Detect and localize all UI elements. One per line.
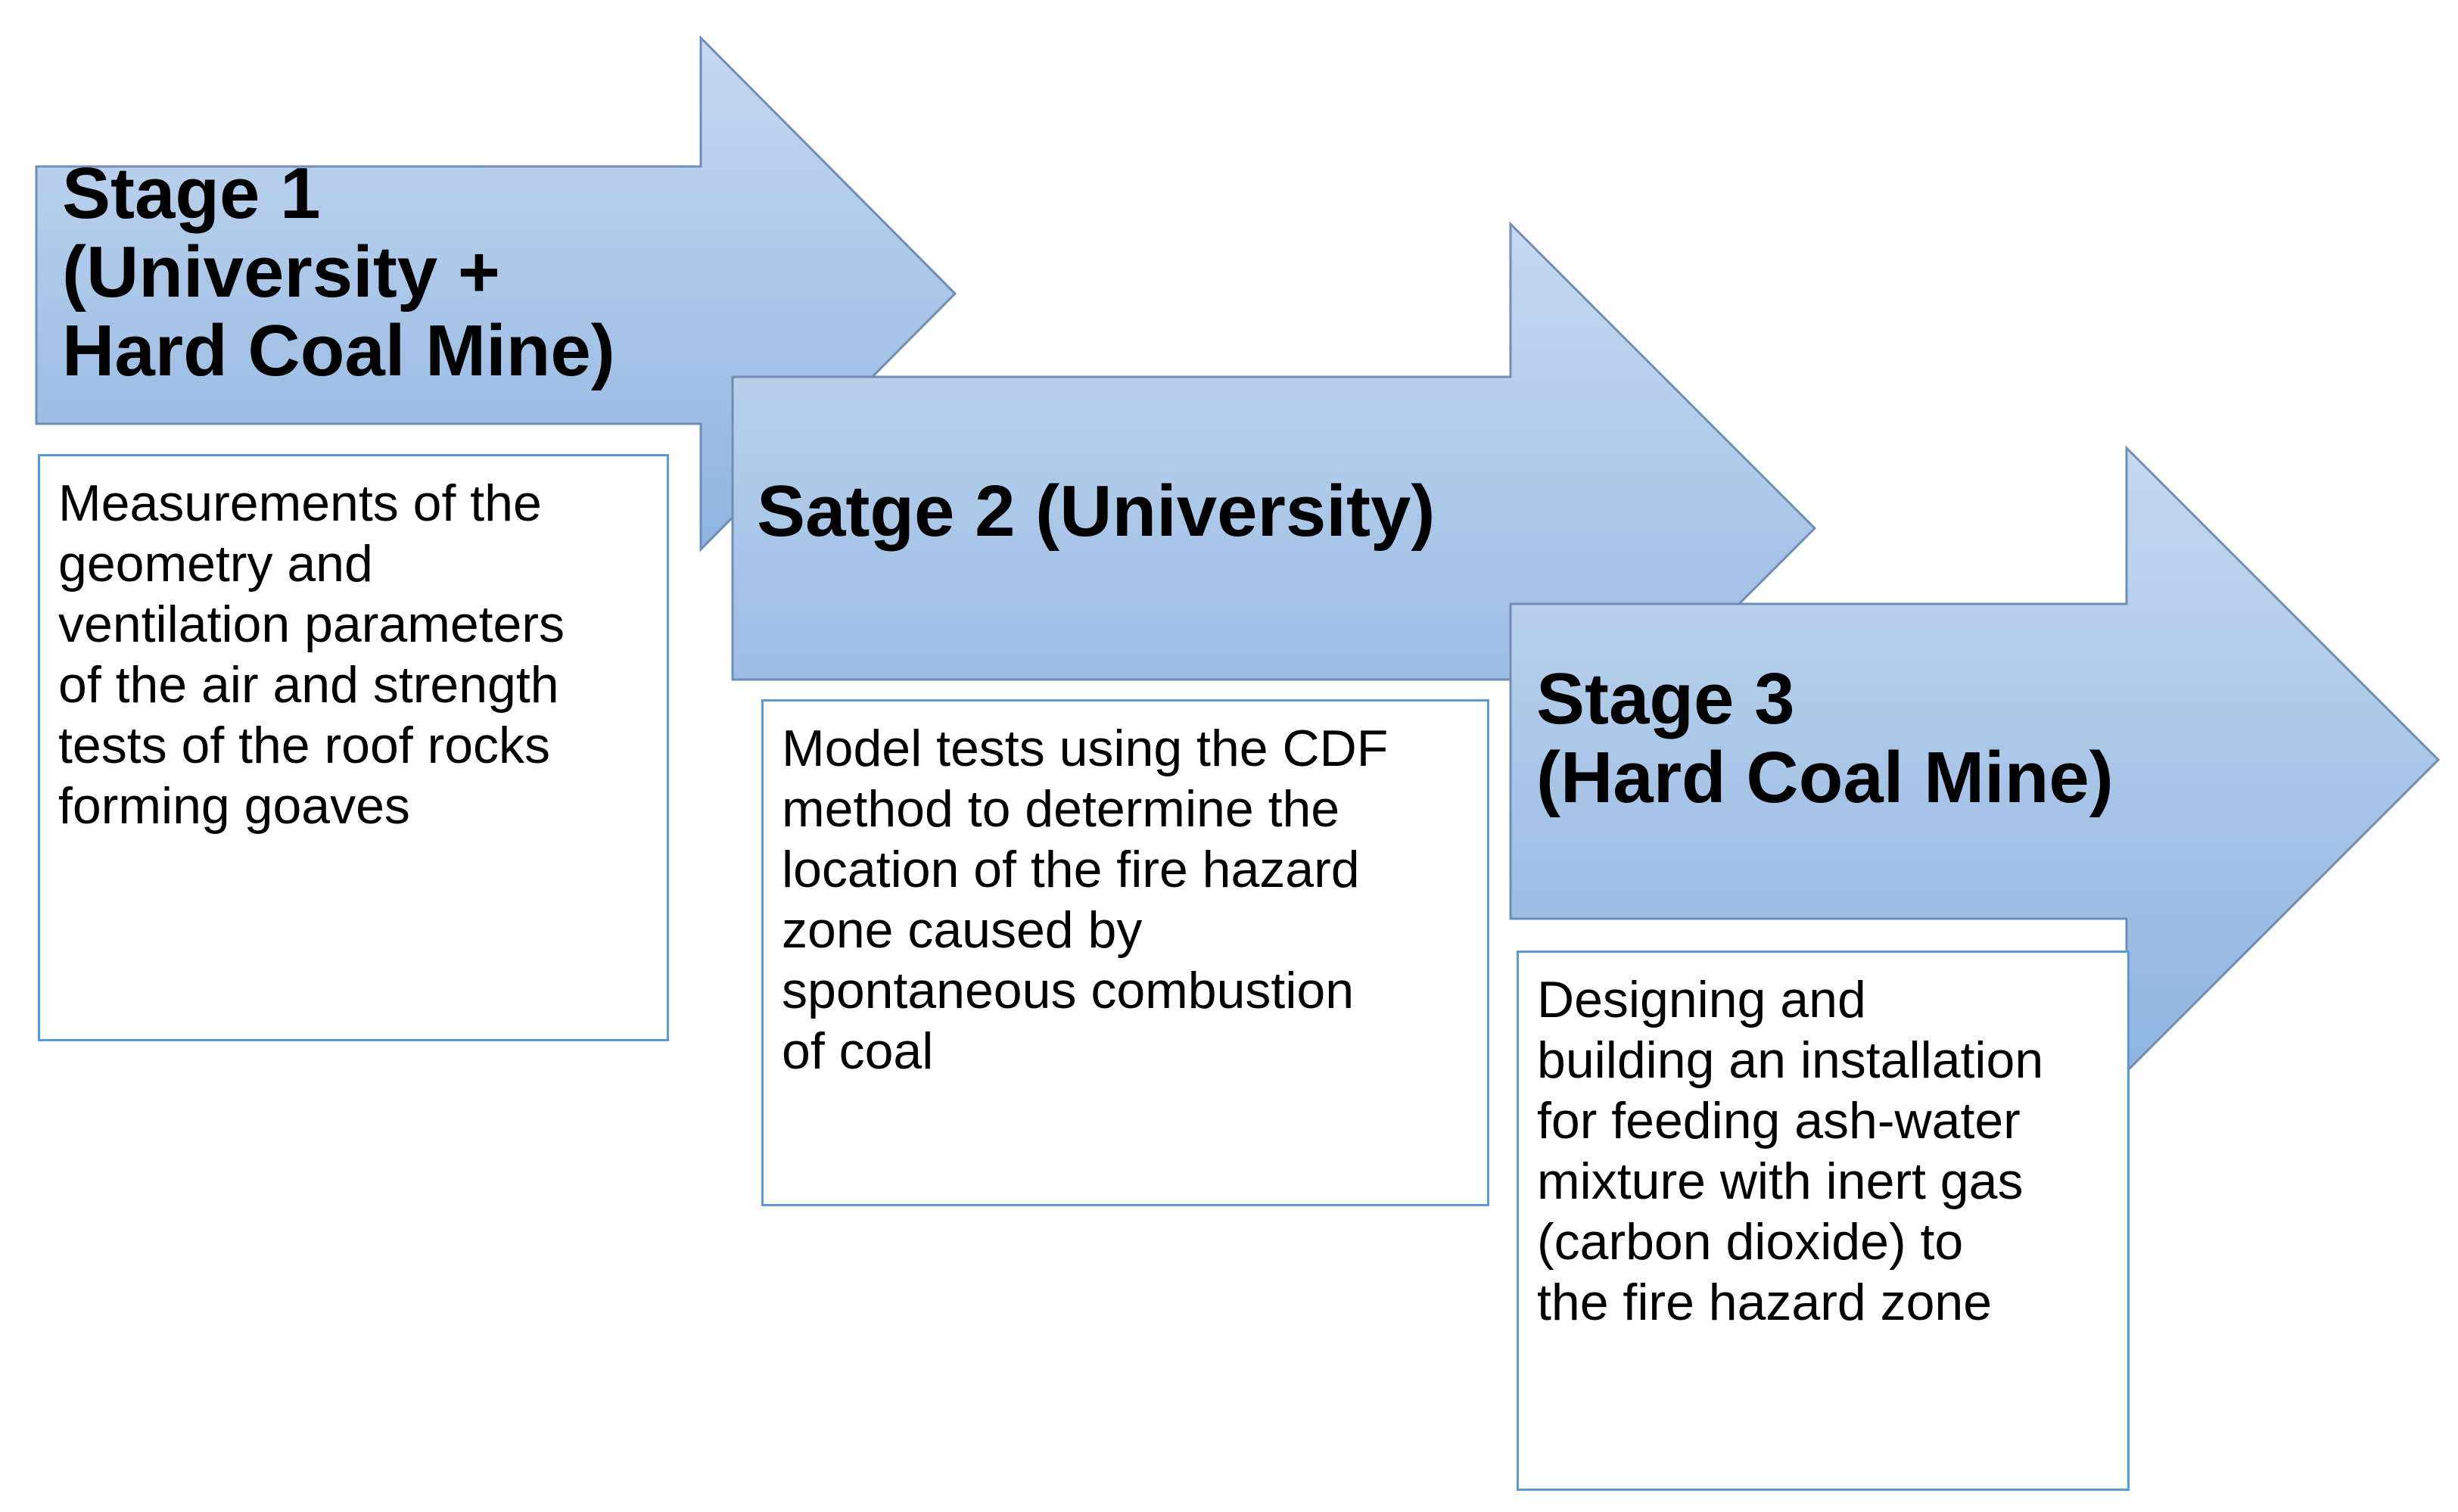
stage-3-description-line: the fire hazard zone bbox=[1537, 1274, 1993, 1331]
stage-3-description-line: building an installation bbox=[1537, 1031, 2044, 1089]
stage-2-description-line: zone caused by bbox=[782, 901, 1143, 959]
stage-3-description-line: for feeding ash-water bbox=[1537, 1092, 2021, 1150]
stage-3-description-line: Designing and bbox=[1537, 971, 1866, 1028]
stage-2-description-line: Model tests using the CDF bbox=[782, 720, 1389, 777]
stage-3-arrow bbox=[1509, 445, 2441, 1075]
stage-1-description-line: ventilation parameters bbox=[58, 596, 565, 653]
stage-3-title-line: Stage 3 bbox=[1536, 658, 1795, 739]
stage-2-description-line: of coal bbox=[782, 1022, 934, 1080]
stage-2-title: Satge 2 (University) bbox=[757, 472, 1435, 551]
stage-2-title-line: Satge 2 (University) bbox=[757, 471, 1436, 552]
stage-1-title-line: Hard Coal Mine) bbox=[62, 310, 615, 391]
stage-2-description-box: Model tests using the CDF method to dete… bbox=[761, 699, 1489, 1206]
stage-1-description-line: of the air and strength bbox=[58, 656, 559, 714]
stage-2-description-line: method to determine the bbox=[782, 780, 1340, 838]
stage-1-title-line: Stage 1 bbox=[62, 153, 321, 234]
stage-1-description-line: forming goaves bbox=[58, 777, 410, 835]
stage-3-description-line: mixture with inert gas bbox=[1537, 1153, 2024, 1210]
stage-1-description-line: geometry and bbox=[58, 535, 373, 593]
stage-3-title: Stage 3 (Hard Coal Mine) bbox=[1536, 660, 2114, 817]
stage-1-title-line: (University + bbox=[62, 232, 500, 313]
stage-1-description-line: tests of the roof rocks bbox=[58, 717, 551, 774]
stage-1-description-box: Measurements of the geometry and ventila… bbox=[38, 454, 669, 1041]
stage-3-description-line: (carbon dioxide) to bbox=[1537, 1213, 1964, 1271]
stage-2-description-line: location of the fire hazard bbox=[782, 841, 1360, 898]
stage-2-description-line: spontaneous combustion bbox=[782, 962, 1355, 1019]
stage-3-description-box: Designing and building an installation f… bbox=[1517, 950, 2130, 1491]
stage-3-title-line: (Hard Coal Mine) bbox=[1536, 737, 2114, 818]
stage-1-description-line: Measurements of the bbox=[58, 474, 542, 532]
stage-1-title: Stage 1 (University + Hard Coal Mine) bbox=[62, 154, 615, 390]
